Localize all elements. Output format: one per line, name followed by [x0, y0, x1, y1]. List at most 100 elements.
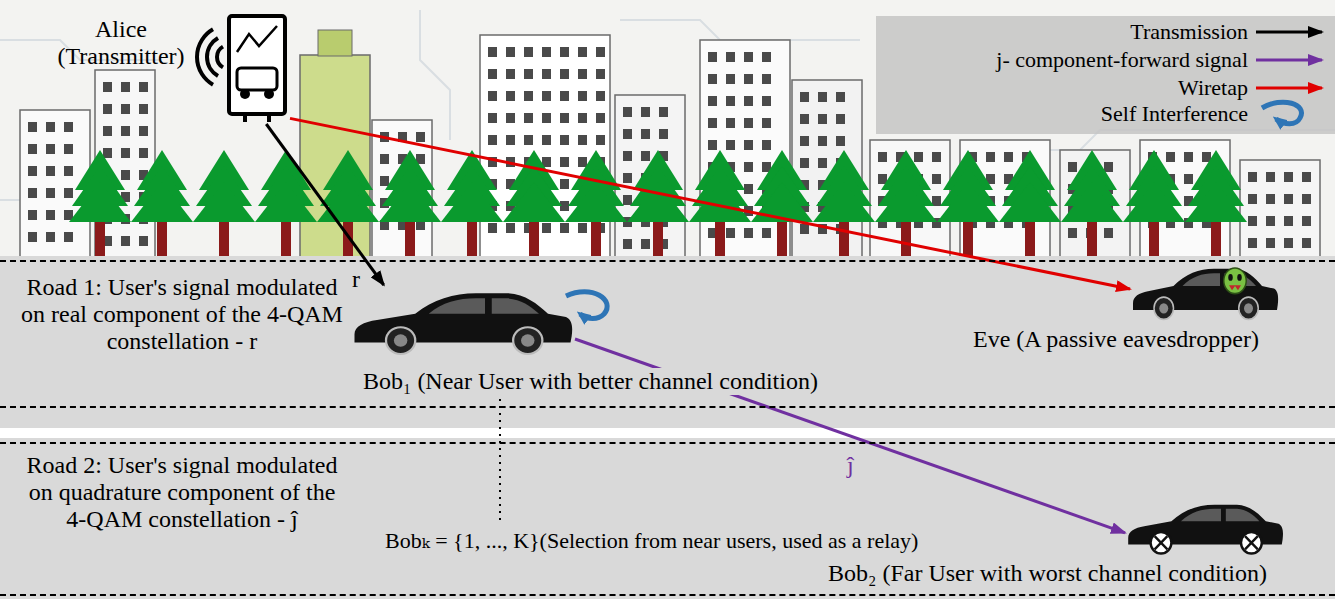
building-window: [818, 158, 827, 168]
building-window: [46, 210, 55, 220]
wheel-rim: [394, 334, 408, 346]
legend-loop-arrow: [1262, 102, 1301, 124]
building-window: [1266, 172, 1275, 182]
building-window: [914, 152, 923, 162]
building-window: [578, 157, 587, 167]
building-window: [596, 69, 605, 79]
building-window: [380, 176, 389, 186]
building-window: [506, 47, 515, 57]
building-window: [416, 132, 425, 142]
tree-foliage: [813, 182, 875, 222]
wheel-rim: [1159, 303, 1168, 313]
building-window: [726, 140, 735, 150]
car-wheel: [386, 327, 415, 354]
tree-row: [69, 150, 1247, 256]
car-wheel: [1239, 297, 1259, 319]
building-window: [1302, 216, 1311, 226]
tree-foliage: [69, 182, 131, 222]
car-wheel: [1151, 532, 1172, 554]
tree: [689, 150, 751, 256]
building-window: [1248, 172, 1257, 182]
building-window: [1266, 194, 1275, 204]
vehicle-wheel: [240, 89, 250, 99]
building-window: [488, 91, 497, 101]
edge-label: r: [350, 266, 362, 292]
building-window: [762, 52, 771, 62]
building-window: [762, 140, 771, 150]
tree: [1185, 150, 1247, 256]
relay-note: Bobₖ = {1, ..., K}(Selection from near u…: [385, 528, 918, 554]
building-window: [596, 113, 605, 123]
building-window: [1284, 238, 1293, 248]
building-window: [1302, 194, 1311, 204]
tree: [441, 150, 503, 256]
wheel-cross: [1155, 536, 1168, 549]
tree: [255, 150, 317, 256]
building-window: [542, 47, 551, 57]
building: [870, 140, 950, 258]
alien-mouth: [1229, 285, 1241, 290]
building-window: [878, 152, 887, 162]
tree-foliage: [751, 182, 813, 222]
tree-foliage: [131, 182, 193, 222]
building-window: [708, 140, 717, 150]
building-window: [46, 232, 55, 242]
city-buildings: [20, 30, 1320, 258]
car-window: [492, 298, 539, 313]
building-window: [1302, 172, 1311, 182]
building-window: [659, 107, 668, 117]
building-window: [542, 91, 551, 101]
transmitter-node: Alice (Transmitter): [195, 12, 290, 124]
node-label: Bob₂ (Far User with worst channel condit…: [825, 560, 1270, 587]
building-window: [641, 107, 650, 117]
car-window: [1181, 509, 1221, 521]
tree: [937, 150, 999, 256]
building-window: [744, 74, 753, 84]
tree-foliage: [503, 182, 565, 222]
wheel-rim: [1244, 303, 1253, 313]
building-window: [1184, 152, 1193, 162]
building-window: [506, 91, 515, 101]
building-window: [64, 232, 73, 242]
road-surface: [0, 256, 1335, 428]
mount-leg: [243, 114, 247, 122]
building-window: [641, 129, 650, 139]
building-window: [103, 126, 112, 136]
car-illustration: [1130, 262, 1280, 322]
car-window: [1226, 509, 1260, 521]
signal-arc: [207, 38, 218, 76]
building-window: [762, 96, 771, 106]
building-window: [800, 92, 809, 102]
road-description: Road 2: User's signal modulated on quadr…: [18, 452, 346, 533]
building-window: [121, 104, 130, 114]
near-user-car: Bob₁ (Near User with better channel cond…: [350, 285, 575, 357]
building-window: [1302, 238, 1311, 248]
building-window: [488, 223, 497, 233]
building-window: [28, 122, 37, 132]
tree: [503, 150, 565, 256]
building-window: [726, 96, 735, 106]
building-window: [744, 162, 753, 172]
building-window: [524, 69, 533, 79]
signal-arrow: [290, 118, 1130, 289]
node-label: Eve (A passive eavesdropper): [970, 326, 1262, 353]
building-window: [762, 228, 771, 238]
transmitter-icon: [195, 12, 290, 124]
building-window: [560, 179, 569, 189]
building-window: [121, 170, 130, 180]
building: [300, 55, 370, 258]
building-window: [46, 122, 55, 132]
tree: [751, 150, 813, 256]
building-window: [1004, 152, 1013, 162]
building-window: [139, 236, 148, 246]
building-window: [121, 148, 130, 158]
building: [700, 40, 790, 258]
building-window: [744, 118, 753, 128]
tree: [193, 150, 255, 256]
building-window: [800, 136, 809, 146]
vehicle-wheel: [264, 89, 274, 99]
building-window: [542, 69, 551, 79]
car-window: [429, 298, 485, 313]
building-window: [506, 113, 515, 123]
